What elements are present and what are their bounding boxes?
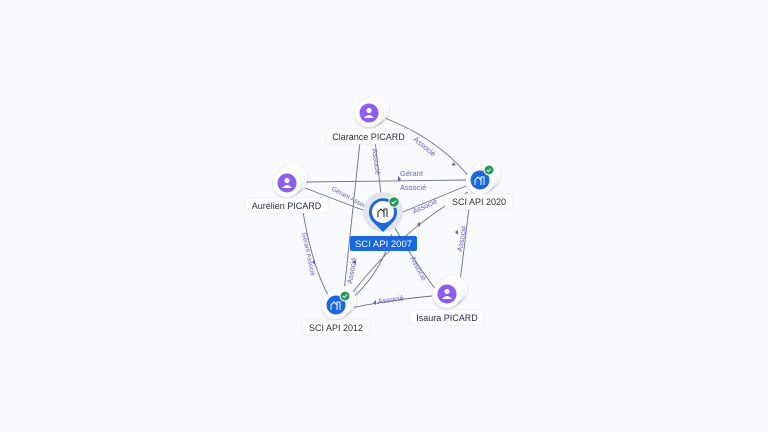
verified-check-icon xyxy=(483,164,495,176)
edge-aurelien-sci2007[interactable] xyxy=(304,187,369,213)
edge-label: Gérant xyxy=(400,169,424,178)
edge-label: Associé xyxy=(377,293,404,306)
edge-aurelien-sci2020[interactable] xyxy=(304,179,467,183)
node-label: Isaura PICARD xyxy=(416,313,478,323)
node-sci-api-2012[interactable]: SCI API 2012 xyxy=(301,286,371,336)
edge-isaura-sci2007[interactable] xyxy=(394,227,437,291)
edge-sci2020-sci2007[interactable] xyxy=(397,185,467,215)
edge-aurelien-sci2012[interactable] xyxy=(302,211,329,296)
node-label: Clarance PICARD xyxy=(332,132,405,142)
node-label: SCI API 2020 xyxy=(452,197,506,207)
node-clarance-picard[interactable]: Clarance PICARD xyxy=(325,95,412,145)
verified-check-icon xyxy=(339,290,351,302)
node-isaura-picard[interactable]: Isaura PICARD xyxy=(409,275,485,326)
building-icon xyxy=(326,295,346,315)
node-aurelien-picard[interactable]: Aurélien PICARD xyxy=(244,164,329,214)
edge-clarance-sci2007[interactable] xyxy=(374,139,382,196)
edge-label: Associé xyxy=(370,148,383,175)
person-icon xyxy=(437,284,457,304)
node-sci-api-2020[interactable]: SCI API 2020 xyxy=(444,161,514,210)
person-icon xyxy=(359,103,379,123)
edge-label: Associé xyxy=(408,255,428,282)
edge-label: Associé xyxy=(455,225,468,252)
edge-label: Associé xyxy=(400,183,426,192)
person-icon xyxy=(277,173,297,193)
edge-label: Gérant Associé xyxy=(300,232,316,277)
edge-isaura-sci2020[interactable] xyxy=(459,199,471,283)
node-sci-api-2007-selected[interactable]: SCI API 2007 xyxy=(350,192,417,251)
node-label: Aurélien PICARD xyxy=(252,201,322,211)
building-icon xyxy=(470,170,490,190)
edge-isaura-sci2012[interactable] xyxy=(349,295,433,309)
edge-clarance-sci2012[interactable] xyxy=(343,141,361,293)
building-icon xyxy=(377,208,388,217)
verified-check-icon xyxy=(388,196,400,208)
node-label: SCI API 2007 xyxy=(355,239,412,250)
node-label: SCI API 2012 xyxy=(309,323,363,333)
edge-clarance-sci2020[interactable] xyxy=(384,117,471,179)
